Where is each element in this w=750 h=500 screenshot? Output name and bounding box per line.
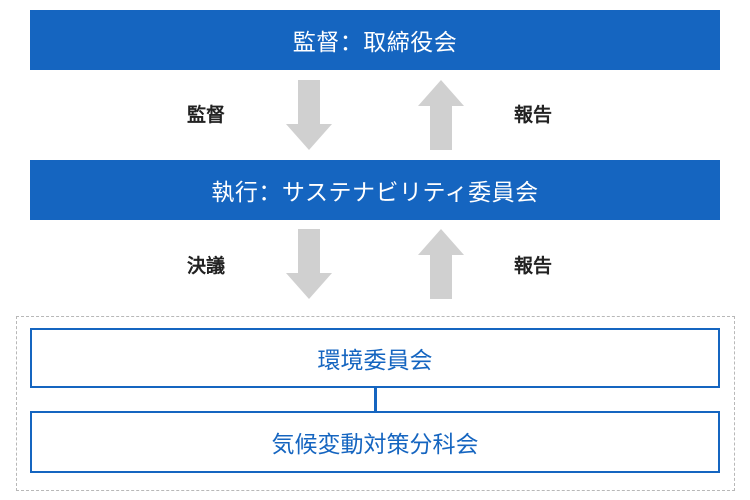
environment-committee-label: 環境委員会: [317, 348, 433, 374]
committee-group: [16, 316, 735, 491]
sustainability-committee-band: 執行：サステナビリティ委員会: [30, 160, 720, 220]
climate-subcommittee-box: 気候変動対策分科会: [30, 411, 720, 473]
down-arrow-icon: [286, 80, 332, 150]
resolution-label: 決議: [187, 255, 226, 277]
board-of-directors-band: 監督：取締役会: [30, 10, 720, 70]
sustainability-committee-label: 執行：サステナビリティ委員会: [211, 180, 539, 206]
environment-committee-box: 環境委員会: [30, 328, 720, 388]
board-of-directors-label: 監督：取締役会: [292, 30, 458, 56]
up-arrow-icon: [418, 229, 464, 299]
up-arrow-icon: [418, 80, 464, 150]
report-label-lower: 報告: [514, 255, 553, 277]
connector-line: [374, 388, 377, 411]
supervision-label: 監督: [187, 104, 226, 126]
report-label-upper: 報告: [514, 104, 553, 126]
climate-subcommittee-label: 気候変動対策分科会: [271, 432, 479, 458]
down-arrow-icon: [286, 229, 332, 299]
